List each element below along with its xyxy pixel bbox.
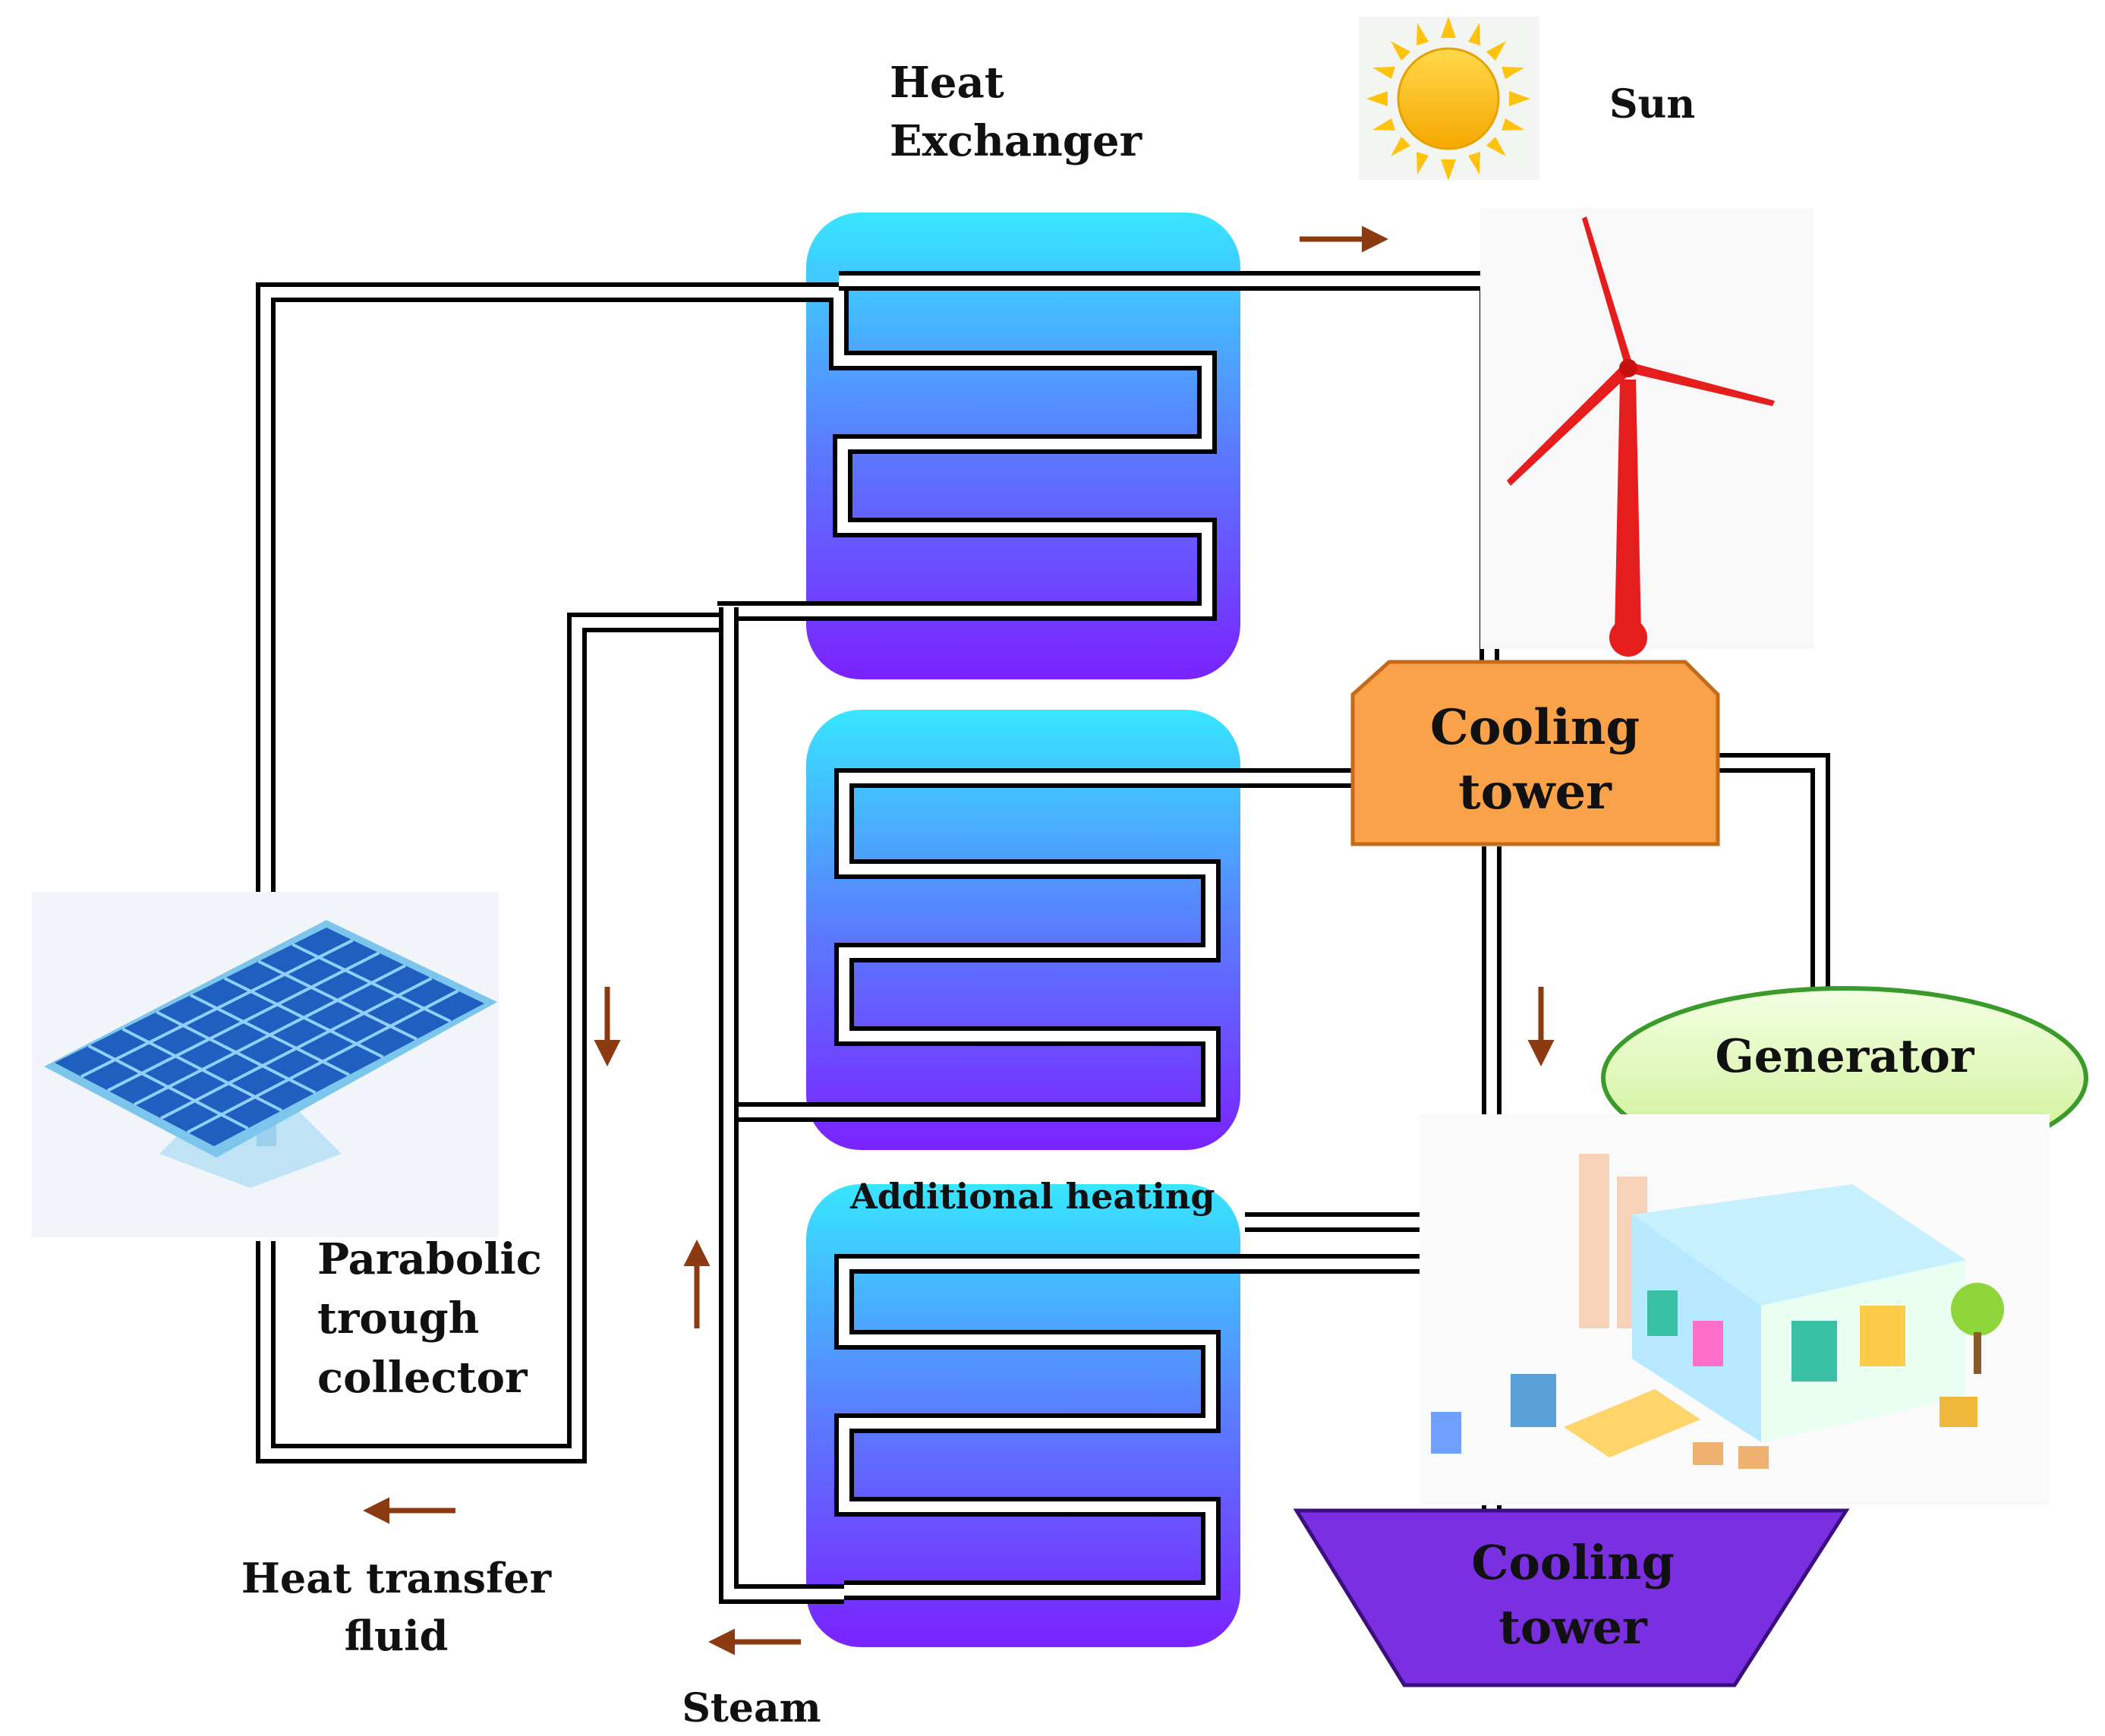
cooling-tower-bottom-label-line2: tower (1498, 1599, 1648, 1655)
additional-heating-label: Additional heating (849, 1176, 1215, 1217)
factory-icon (1420, 1114, 2050, 1505)
collector-label-line1: Parabolic (317, 1234, 542, 1284)
wind-turbine-icon (1480, 209, 1814, 657)
heat-exchanger-label-line2: Exchanger (890, 116, 1143, 166)
collector-label-line3: collector (317, 1353, 528, 1403)
sun-label: Sun (1609, 81, 1695, 128)
flow-arrows (363, 225, 1555, 1656)
cooling-tower-top-label-line2: tower (1458, 764, 1612, 821)
htf-label-line2: fluid (345, 1612, 449, 1660)
cooling-tower-bottom-label-line1: Cooling (1471, 1535, 1675, 1590)
solar-panel-icon (32, 892, 499, 1237)
htf-label-line1: Heat transfer (241, 1554, 552, 1602)
steam-label: Steam (682, 1685, 821, 1731)
cooling-tower-top-label-line1: Cooling (1430, 699, 1640, 756)
collector-label-line2: trough (317, 1293, 479, 1344)
sun-icon (1359, 17, 1539, 181)
cooling-tower-top (1350, 660, 1720, 846)
heat-exchanger-label-line1: Heat (890, 58, 1004, 108)
cooling-tower-bottom (1293, 1508, 1850, 1687)
generator-label: Generator (1715, 1030, 1974, 1083)
